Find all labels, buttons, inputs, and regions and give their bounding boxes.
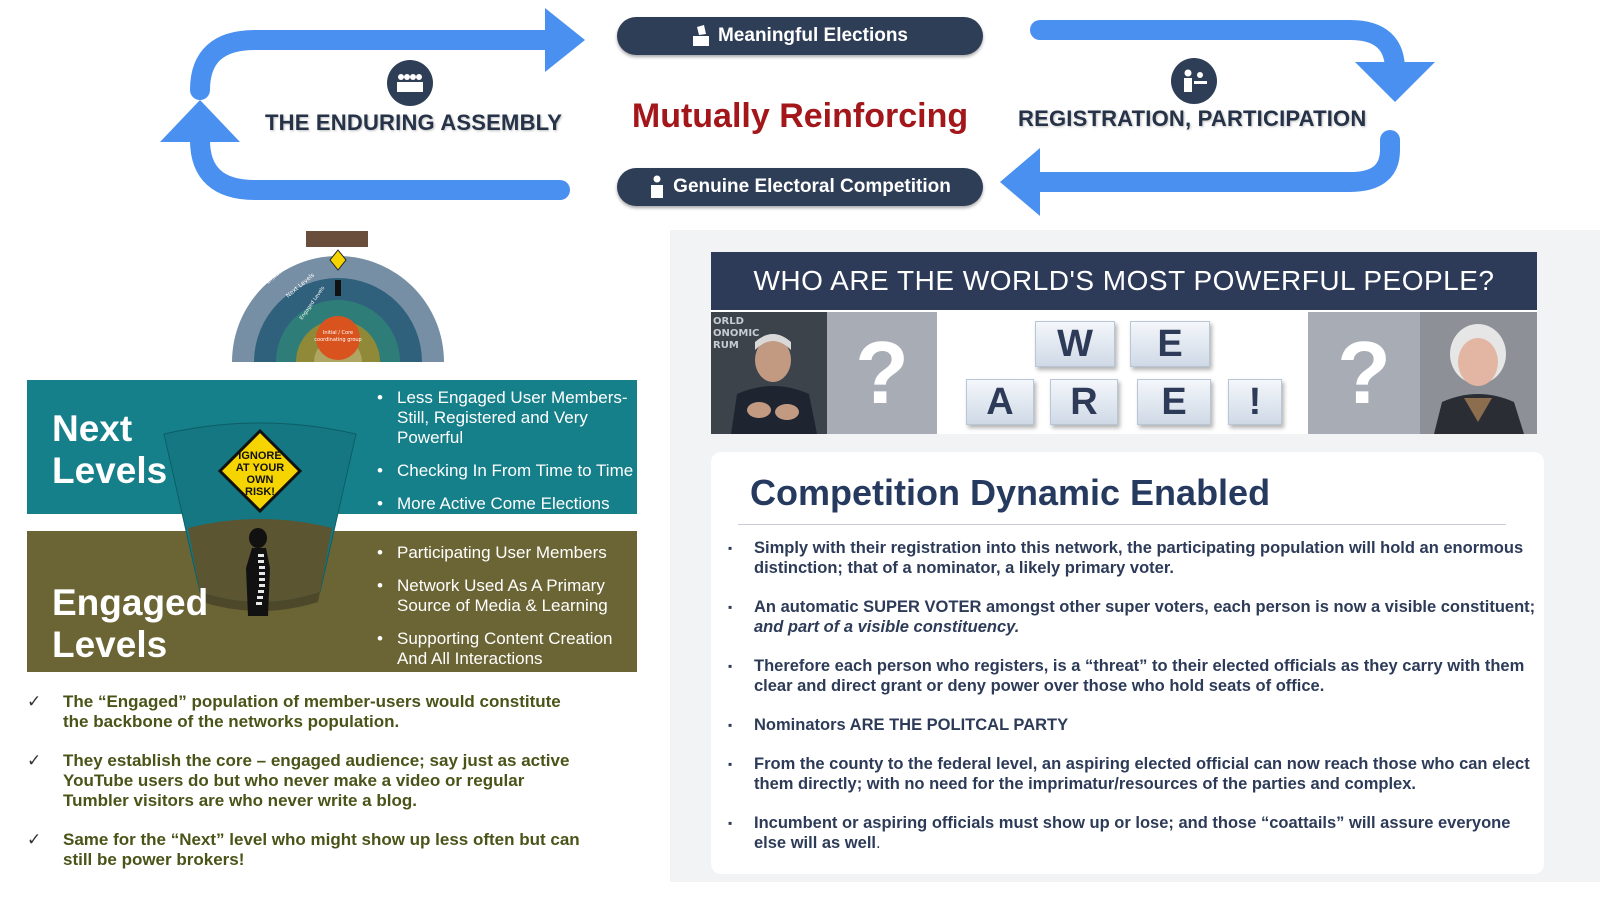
list-item: They establish the core – engaged audien… — [27, 751, 587, 811]
mutually-reinforcing-text: Mutually Reinforcing — [631, 97, 969, 135]
sign-line-2: AT YOUR — [235, 462, 285, 474]
svg-text:coordinating group: coordinating group — [314, 337, 361, 343]
list-item: Less Engaged User Members- Still, Regist… — [377, 388, 637, 448]
letter-tile-a: A — [966, 379, 1034, 425]
powerful-people-banner: WHO ARE THE WORLD'S MOST POWERFUL PEOPLE… — [711, 252, 1537, 310]
competition-bullets: Simply with their registration into this… — [728, 538, 1536, 872]
svg-text:ORLD: ORLD — [713, 316, 744, 327]
panel-pointer — [670, 352, 692, 412]
next-levels-title: Next Levels — [52, 408, 167, 492]
question-mark-left: ? — [827, 312, 937, 434]
podium-speaker-icon — [651, 175, 664, 198]
competition-divider — [738, 524, 1506, 525]
list-item: Network Used As A Primary Source of Medi… — [377, 576, 627, 616]
meaningful-elections-label: Meaningful Elections — [717, 25, 909, 46]
meaningful-elections-pill: Meaningful Elections — [617, 17, 983, 55]
man-at-podium-photo: ORLD ONOMIC RUM — [711, 312, 827, 434]
letter-tile-r: R — [1050, 379, 1118, 425]
genuine-competition-pill: Genuine Electoral Competition — [617, 168, 983, 206]
engaged-levels-title-line1: Engaged — [52, 582, 209, 623]
next-levels-bullets: Less Engaged User Members- Still, Regist… — [377, 388, 637, 527]
sign-line-4: RISK! — [245, 486, 275, 498]
engagement-levels-semicircle: Distant Levels Next Levels Engaged Level… — [232, 231, 444, 362]
cycle-arrows — [160, 8, 1435, 216]
list-item: An automatic SUPER VOTER amongst other s… — [728, 597, 1536, 637]
engagement-checklist: The “Engaged” population of member-users… — [27, 692, 587, 889]
competition-title: Competition Dynamic Enabled — [750, 472, 1271, 513]
list-item: Simply with their registration into this… — [728, 538, 1536, 578]
engaged-levels-bullets: Participating User Members Network Used … — [377, 543, 627, 682]
bullet-2-italic: and part of a visible constituency. — [754, 618, 1020, 636]
list-item: Same for the “Next” level who might show… — [27, 830, 587, 870]
letter-tile-e1: E — [1130, 321, 1210, 367]
assembly-icon — [387, 60, 433, 106]
human-spine-figure — [246, 528, 270, 616]
bullet-6-normal: . — [876, 834, 881, 852]
engaged-levels-title: Engaged Levels — [52, 582, 208, 666]
svg-text:Initial / Core: Initial / Core — [323, 330, 353, 336]
list-item: More Active Come Elections — [377, 494, 637, 514]
svg-text:ONOMIC: ONOMIC — [713, 328, 759, 339]
ballot-box-icon — [692, 25, 709, 46]
bullet-2-bold: An automatic SUPER VOTER amongst other s… — [754, 598, 1536, 616]
list-item: Participating User Members — [377, 543, 627, 563]
list-item: Incumbent or aspiring officials must sho… — [728, 813, 1536, 853]
powerful-people-banner-text: WHO ARE THE WORLD'S MOST POWERFUL PEOPLE… — [753, 265, 1495, 296]
list-item: Nominators ARE THE POLITCAL PARTY — [728, 715, 1536, 735]
list-item: The “Engaged” population of member-users… — [27, 692, 587, 732]
sign-line-3: OWN — [246, 474, 274, 486]
svg-text:RUM: RUM — [713, 340, 739, 351]
letter-tile-w: W — [1035, 321, 1115, 367]
registration-icon — [1171, 58, 1217, 104]
registration-participation-label: REGISTRATION, PARTICIPATION — [1018, 106, 1367, 131]
letter-tile-exclaim: ! — [1228, 379, 1282, 425]
list-item: Checking In From Time to Time — [377, 461, 637, 481]
ignore-at-your-own-risk-sign: IGNORE AT YOUR OWN RISK! — [218, 429, 302, 513]
enduring-assembly-label: THE ENDURING ASSEMBLY — [265, 110, 563, 135]
list-item: From the county to the federal level, an… — [728, 754, 1536, 794]
genuine-competition-label: Genuine Electoral Competition — [673, 176, 951, 197]
woman-portrait-photo — [1420, 312, 1537, 434]
next-levels-title-line1: Next — [52, 408, 133, 449]
next-levels-title-line2: Levels — [52, 450, 168, 491]
bullet-6-bold: Incumbent or aspiring officials must sho… — [754, 814, 1511, 852]
list-item: Supporting Content Creation And All Inte… — [377, 629, 627, 669]
letter-tile-e2: E — [1137, 379, 1211, 425]
engaged-levels-title-line2: Levels — [52, 624, 168, 665]
list-item: Therefore each person who registers, is … — [728, 656, 1536, 696]
sign-line-1: IGNORE — [238, 450, 282, 462]
question-mark-right: ? — [1308, 312, 1420, 434]
